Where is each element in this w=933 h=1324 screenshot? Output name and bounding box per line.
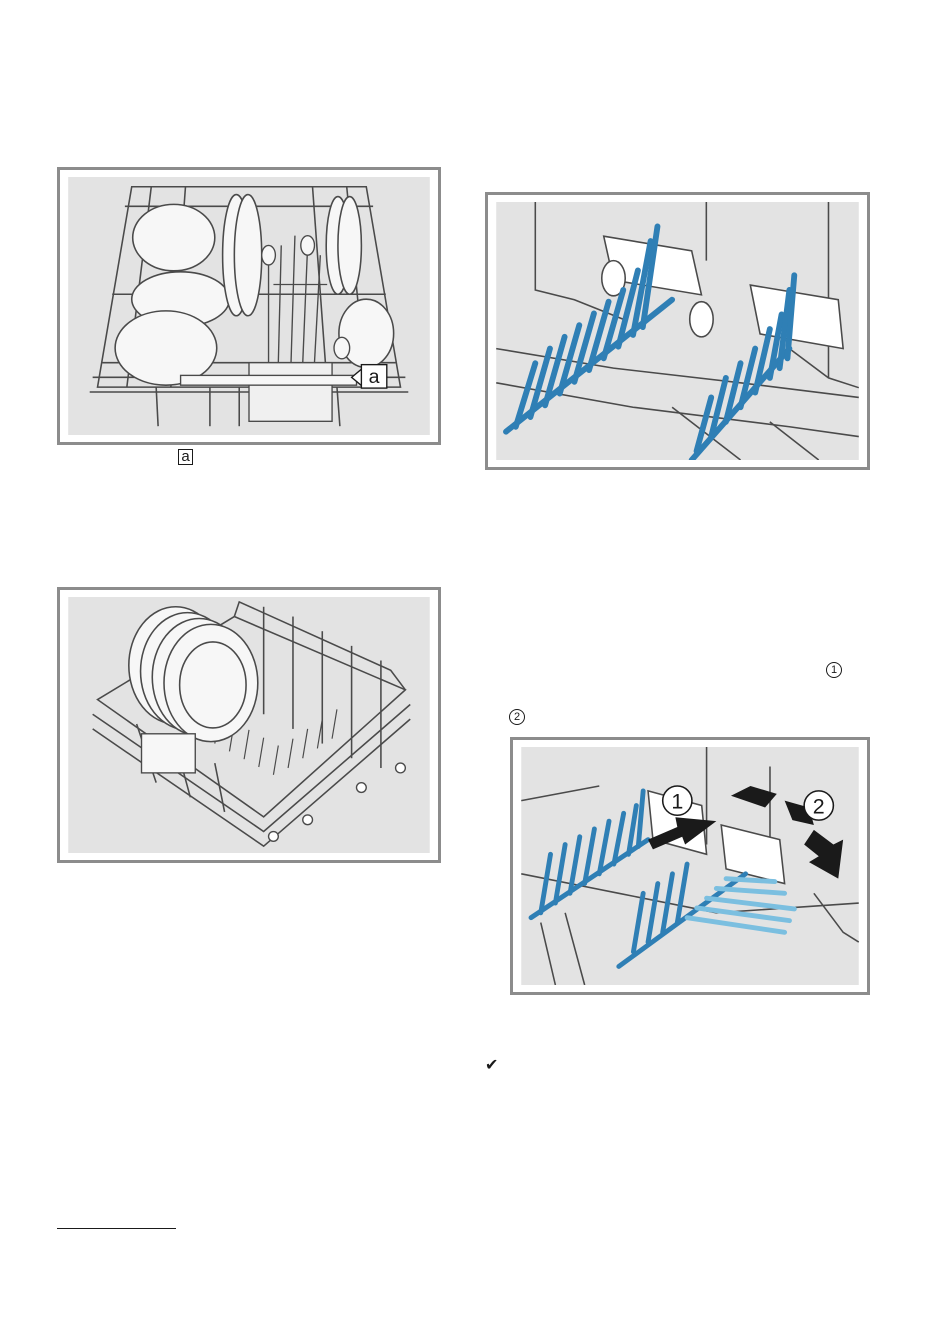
figure-lower-basket <box>57 587 441 863</box>
check-icon: ✔ <box>485 1058 498 1074</box>
figure-tines-fold: 1 2 <box>510 737 870 995</box>
arrow-label-1: 1 <box>671 789 683 813</box>
arrow-label-2: 2 <box>813 794 825 818</box>
footnote-rule <box>57 1228 176 1229</box>
callout-a-label: a <box>369 366 380 388</box>
marker-a: a <box>178 449 193 465</box>
figure-upper-basket: a <box>57 167 441 445</box>
tines-fold-illustration: 1 2 <box>520 747 860 985</box>
upper-basket-illustration: a <box>67 177 431 435</box>
lower-basket-illustration <box>67 597 431 853</box>
figure-tines-upright <box>485 192 870 470</box>
marker-step-2: 2 <box>509 709 525 725</box>
marker-step-1: 1 <box>826 662 842 678</box>
tines-upright-illustration <box>495 202 860 460</box>
